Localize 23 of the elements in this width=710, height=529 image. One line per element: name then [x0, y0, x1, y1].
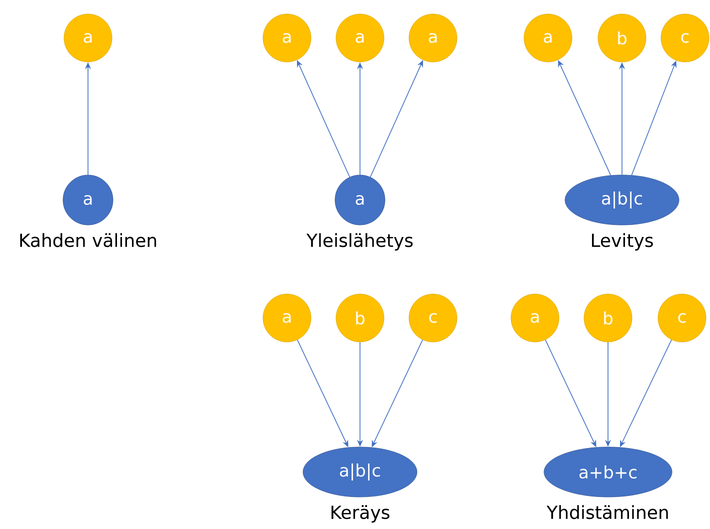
- circle-node: c: [408, 294, 458, 342]
- circle-node: a: [334, 174, 386, 226]
- caption-text: Kahden välinen: [20, 233, 156, 248]
- circle-node: c: [660, 14, 710, 62]
- caption-text: Yleislähetys: [306, 233, 413, 251]
- caption-text: Keräys: [332, 505, 390, 523]
- caption-text: Yhdistäminen: [546, 505, 668, 520]
- circle-node: a: [524, 14, 572, 62]
- circle-node: a: [408, 14, 458, 62]
- circle-node: b: [598, 14, 646, 62]
- circle-node: a: [262, 294, 312, 342]
- circle-node: c: [658, 294, 706, 342]
- circle-node: a: [62, 174, 114, 226]
- circle-node: a: [510, 294, 560, 342]
- ellipse-node: a+b+c: [544, 446, 672, 498]
- circle-node: b: [336, 294, 384, 342]
- circle-node: a: [64, 14, 112, 62]
- caption-text: Levitys: [592, 233, 653, 251]
- circle-node: a: [336, 14, 384, 62]
- ellipse-node: a|b|c: [302, 446, 418, 498]
- circle-node: a: [262, 14, 312, 62]
- ellipse-node: a|b|c: [564, 174, 680, 226]
- circle-node: b: [584, 294, 632, 342]
